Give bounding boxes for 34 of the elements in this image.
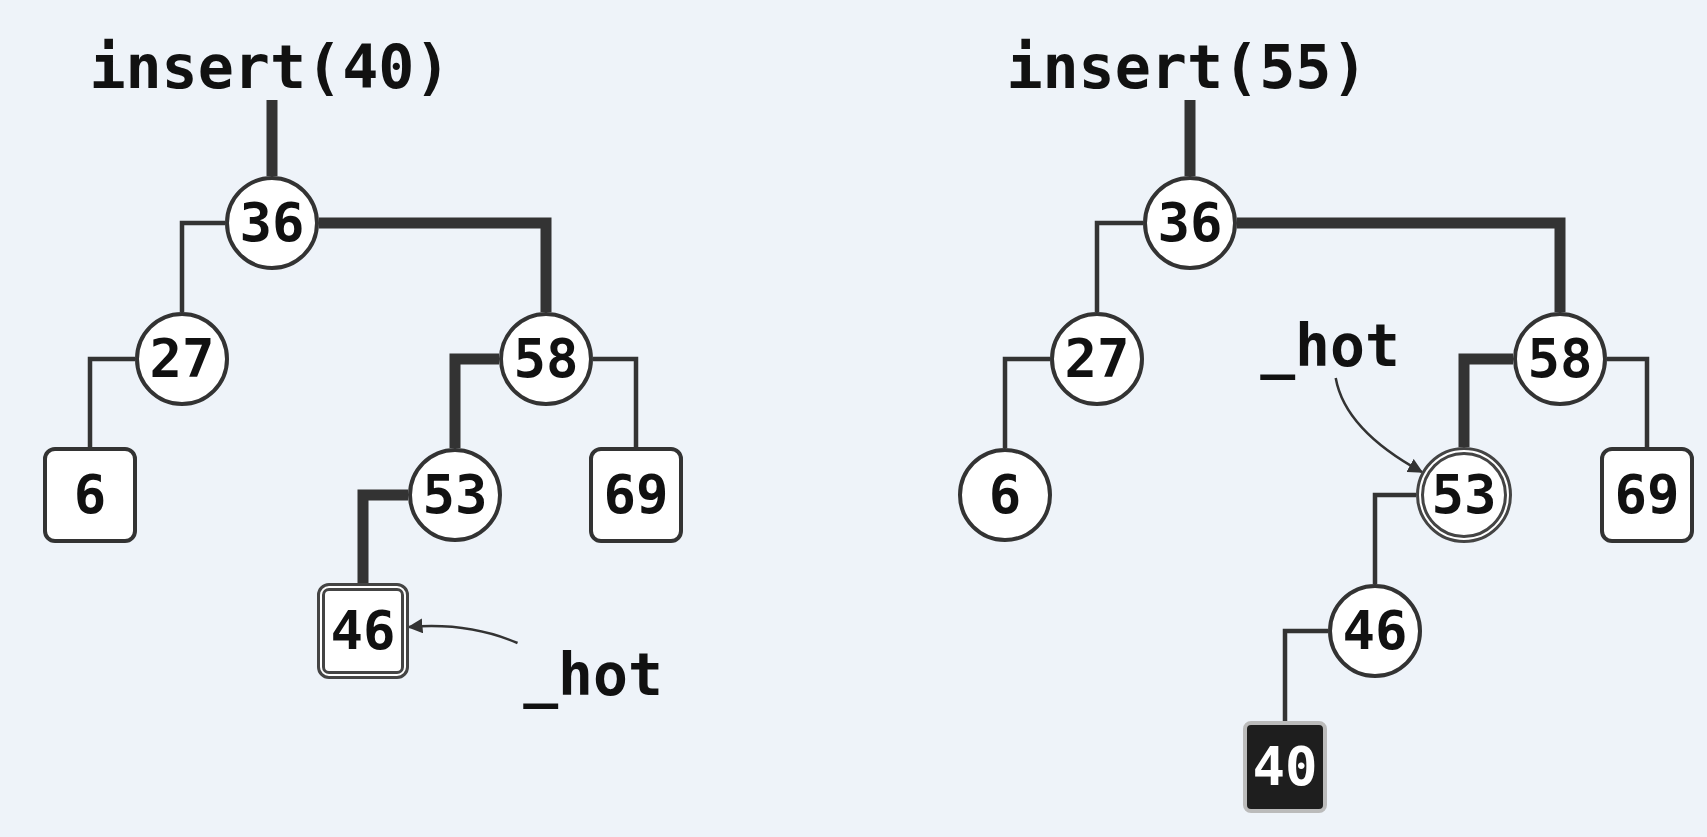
tree-edge <box>1282 628 1328 721</box>
leader-arrow <box>1334 377 1424 474</box>
tree-edge <box>449 353 499 448</box>
tree-edge <box>1002 356 1050 448</box>
new-node-box: 40 <box>1243 721 1327 813</box>
tree-node-circle: 36 <box>1143 176 1237 270</box>
external-node-box: 6 <box>43 447 137 543</box>
tree-edge <box>1094 220 1143 312</box>
tree-edge <box>87 356 135 447</box>
tree-edge <box>1184 100 1196 176</box>
external-node-box: 69 <box>589 447 683 543</box>
operation-title: insert(40) <box>70 34 470 100</box>
tree-node-circle: 58 <box>499 312 593 406</box>
tree-edge <box>1372 492 1416 584</box>
hot-node-circle: 53 <box>1416 447 1512 543</box>
hot-node-box: 46 <box>317 583 409 679</box>
tree-edge <box>319 217 552 312</box>
pointer-label: _hot <box>1250 314 1410 378</box>
tree-node-circle: 27 <box>135 312 229 406</box>
tree-edge <box>266 100 278 176</box>
tree-node-circle: 53 <box>408 448 502 542</box>
tree-node-circle: 46 <box>1328 584 1422 678</box>
pointer-label: _hot <box>513 643 673 707</box>
external-node-box: 69 <box>1600 447 1694 543</box>
tree-edge <box>593 356 639 447</box>
leader-arrow <box>407 618 518 645</box>
tree-edge <box>1237 217 1566 312</box>
tree-edge <box>179 220 225 312</box>
tree-node-circle: 36 <box>225 176 319 270</box>
tree-edge <box>1607 356 1650 447</box>
tree-node-circle: 58 <box>1513 312 1607 406</box>
tree-node-circle: 27 <box>1050 312 1144 406</box>
tree-node-circle: 6 <box>958 448 1052 542</box>
operation-title: insert(55) <box>987 34 1387 100</box>
